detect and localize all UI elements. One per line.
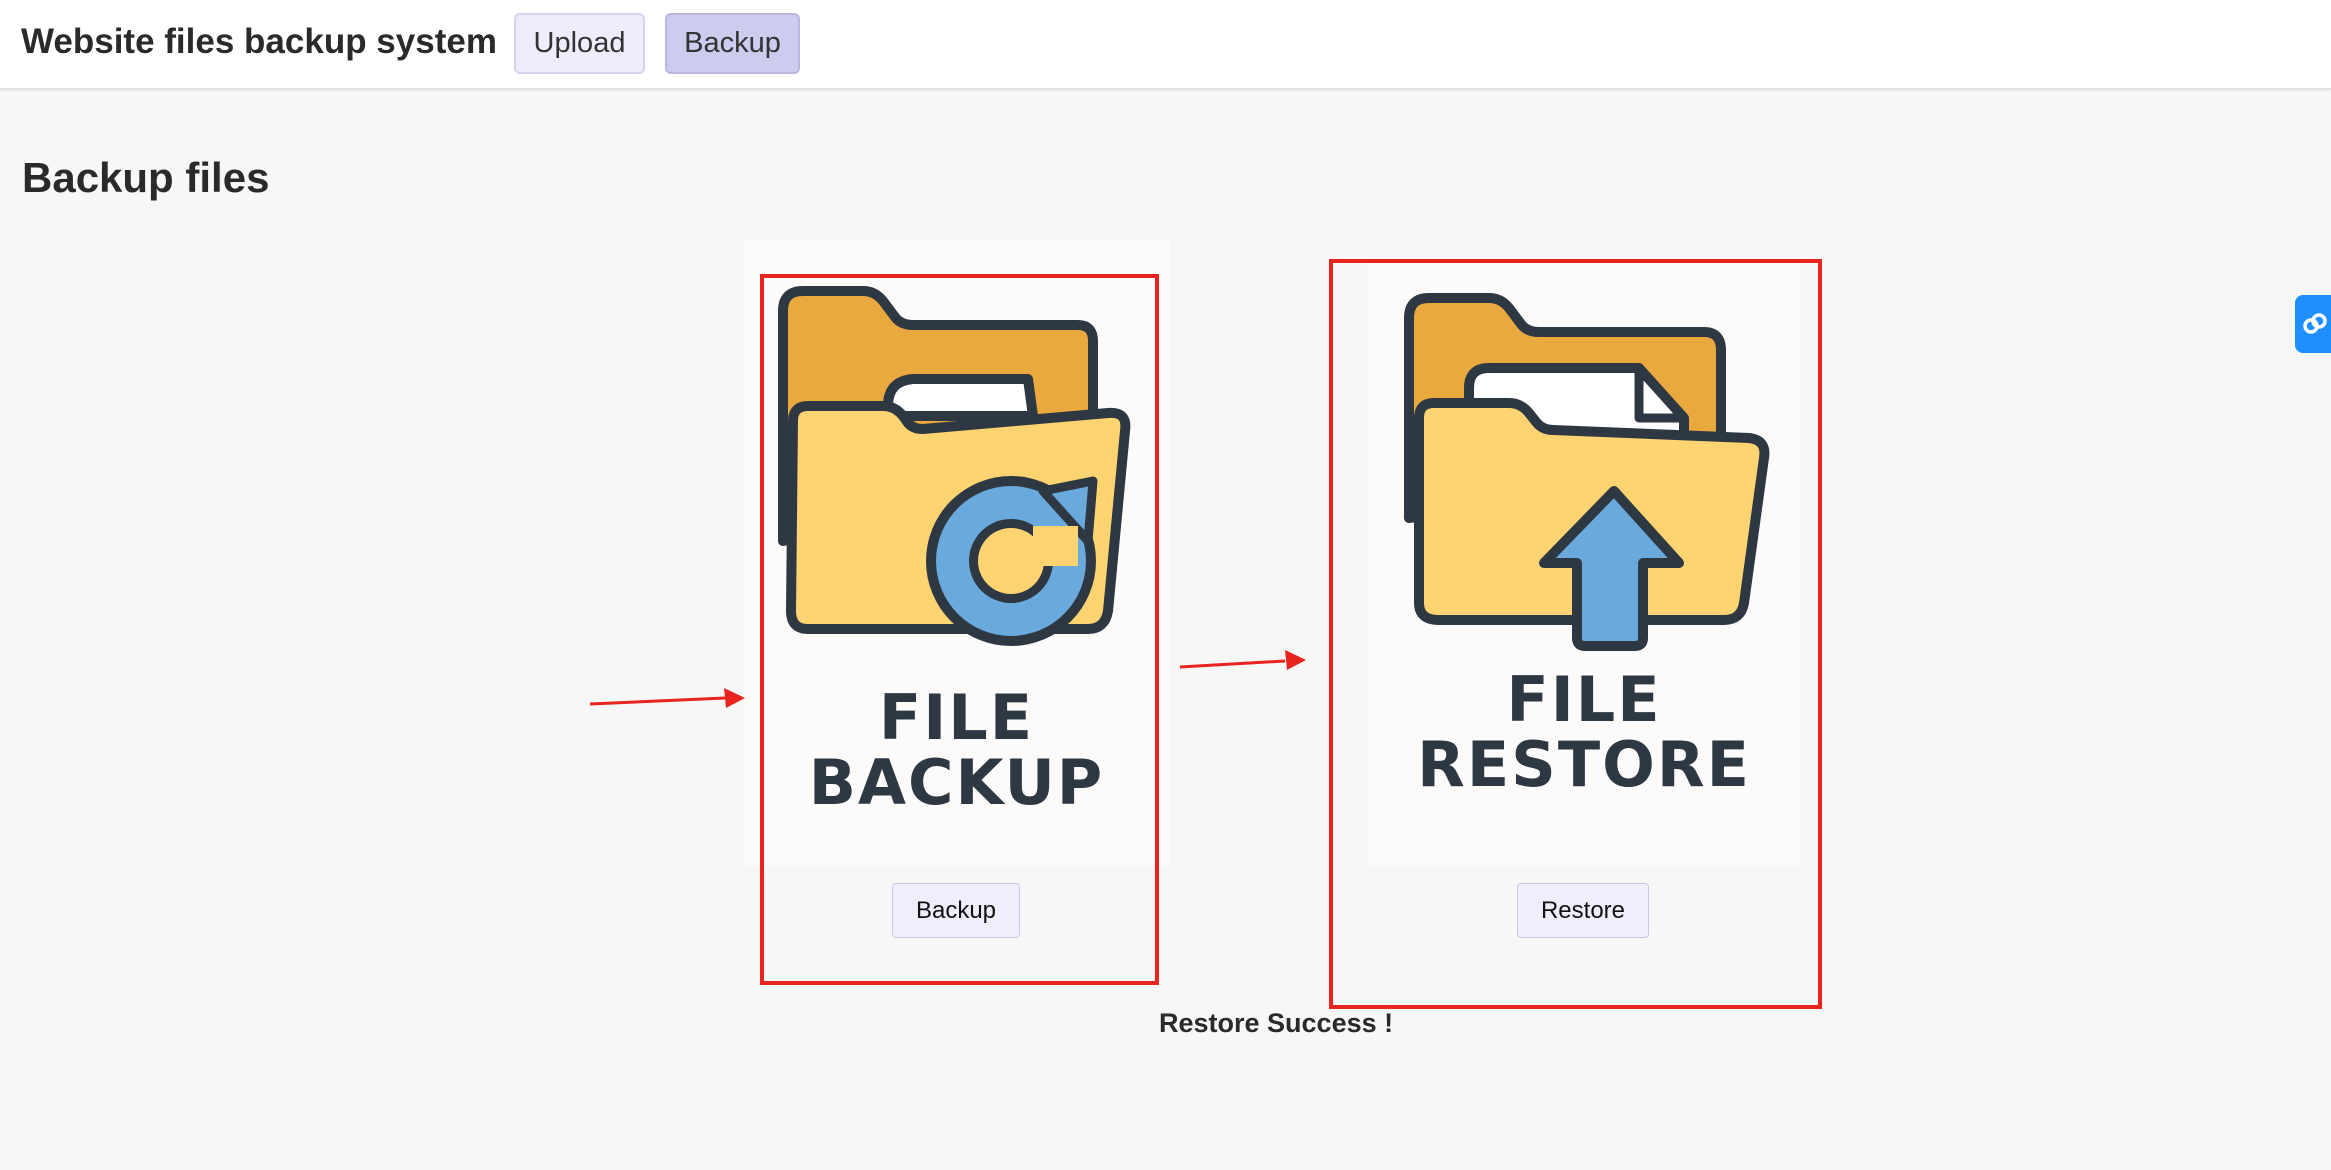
top-navigation-bar: Website files backup system Upload Backu… (0, 0, 2331, 90)
annotation-arrow-2 (1179, 650, 1306, 670)
annotation-arrow-1 (589, 688, 745, 708)
nav-backup-button[interactable]: Backup (665, 13, 800, 74)
folder-refresh-icon (778, 286, 1131, 646)
image-caption-line2: RESTORE (1417, 728, 1751, 801)
image-caption-line1: FILE (1506, 663, 1662, 736)
file-backup-image: FILE BACKUP (743, 241, 1170, 866)
nav-upload-button[interactable]: Upload (514, 13, 645, 74)
app-title: Website files backup system (21, 22, 497, 61)
restore-button[interactable]: Restore (1517, 883, 1649, 938)
image-caption-line1: FILE (878, 681, 1035, 754)
image-caption-line2: BACKUP (808, 746, 1105, 819)
floating-link-widget[interactable] (2295, 295, 2331, 353)
link-icon (2303, 313, 2327, 334)
folder-upload-icon (1404, 293, 1770, 651)
status-message: Restore Success ! (1159, 1008, 1394, 1038)
file-restore-image: FILE RESTORE (1369, 258, 1799, 866)
backup-button[interactable]: Backup (892, 883, 1020, 938)
section-title: Backup files (22, 154, 270, 201)
